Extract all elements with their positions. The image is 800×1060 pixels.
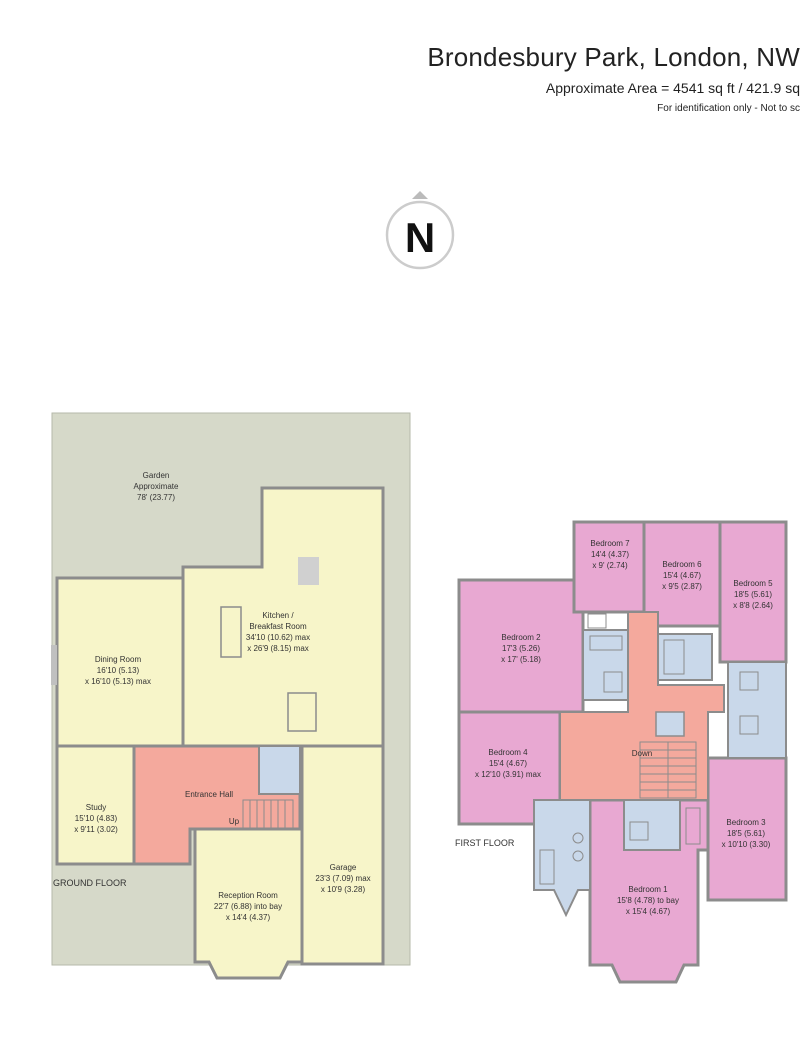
north-compass: N [385,191,455,270]
room-bed5 [718,520,788,664]
compass-ring [385,200,455,270]
room-bed7 [572,520,646,614]
room-bath-c [727,661,787,759]
area-summary: Approximate Area = 4541 sq ft / 421.9 sq [545,80,800,96]
room-wc-landing [655,711,685,737]
chimney-breast [298,557,319,585]
kitchen-island [220,606,242,658]
room-bath-d [623,799,681,851]
dining-fireplace [51,645,57,685]
plan-title: Brondesbury Park, London, NW [427,42,800,72]
room-study [55,744,136,866]
room-bath-b [657,633,713,681]
bath-fixtures [539,613,759,885]
first-floor-label: FIRST FLOOR [455,838,515,848]
ground-stairs [242,799,294,829]
room-bath-e [533,799,591,918]
north-arrow-icon [412,191,428,199]
stair-down-label: Down [632,749,652,758]
room-garage [300,744,385,966]
compass-letter: N [405,214,435,261]
disclaimer: For identification only - Not to sc [657,103,800,114]
room-ground-wc [258,745,301,795]
first-stairs [639,741,697,799]
stair-up-label: Up [229,817,240,826]
ground-floor-label: GROUND FLOOR [53,878,127,888]
room-bed6 [642,520,722,628]
breakfast-table [287,692,317,732]
label-hall: Entrance Hall [185,790,233,799]
room-bed2 [457,578,585,714]
